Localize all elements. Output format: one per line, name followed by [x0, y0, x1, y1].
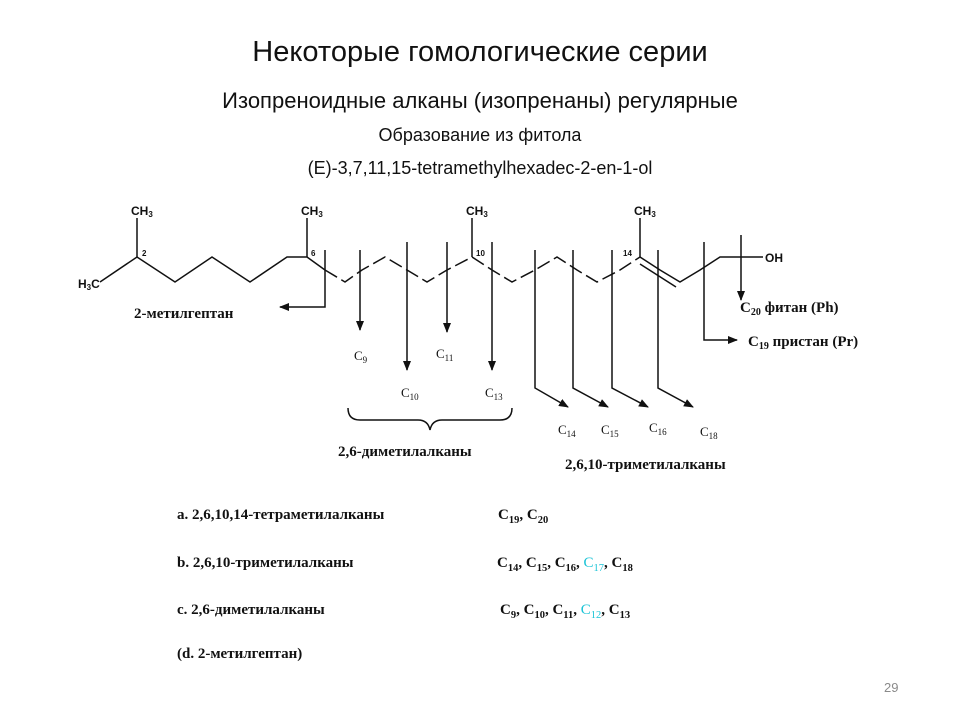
- oh-label: OH: [765, 251, 783, 265]
- arrow-c18: [657, 250, 694, 408]
- c14-label: C14: [558, 422, 576, 439]
- ch3-label-c2: CH3: [131, 204, 153, 219]
- arrow-pristane: [703, 242, 738, 344]
- c12-highlight: C12: [580, 602, 602, 621]
- list-item-b-label: b. 2,6,10-триметилалканы: [177, 555, 354, 571]
- skeleton-chain-right: [639, 256, 740, 283]
- formation-caption: Образование из фитола: [378, 125, 582, 145]
- slide-subtitle: Изопреноидные алканы (изопренаны) регуля…: [222, 88, 738, 113]
- trimethylalkanes-label: 2,6,10-триметилалканы: [565, 457, 726, 473]
- list-item-b-values: C14, C15, C16, C17, C18: [497, 555, 633, 574]
- dimethyl-brace: [347, 407, 513, 431]
- c9-label: C9: [354, 348, 368, 365]
- list-item-a-label: a. 2,6,10,14-тетраметилалканы: [177, 507, 385, 523]
- methylheptane-label: 2-метилгептан: [134, 306, 234, 322]
- dimethylalkanes-label: 2,6-диметилалканы: [338, 444, 472, 460]
- c17-highlight: C17: [583, 555, 605, 574]
- c18-label: C18: [700, 424, 718, 441]
- h3c-label: H3C: [78, 277, 100, 292]
- locant-2: 2: [142, 249, 147, 258]
- list-item-c-values: C9, C10, C11, C12, C13: [500, 602, 631, 621]
- iupac-name: (E)-3,7,11,15-tetramethylhexadec-2-en-1-…: [307, 158, 653, 178]
- list-item-c-label: c. 2,6-диметилалканы: [177, 602, 325, 618]
- skeleton-chain-left: [99, 256, 326, 283]
- list-item-d-label: (d. 2-метилгептан): [177, 646, 303, 662]
- locant-6: 6: [311, 249, 316, 258]
- c10-label: C10: [401, 385, 419, 402]
- list-item-a-values: C19, C20: [498, 507, 549, 526]
- cleavage-arrows: [279, 235, 745, 408]
- phytane-label: C20 фитан (Ph): [740, 300, 839, 318]
- c11-label: C11: [436, 346, 453, 363]
- slide-title: Некоторые гомологические серии: [252, 36, 708, 68]
- arrow-methylheptane: [279, 250, 326, 311]
- arrow-c15: [572, 250, 609, 408]
- skeleton-chain-dashed: [324, 256, 641, 283]
- page-number: 29: [884, 680, 899, 695]
- locant-10: 10: [476, 249, 485, 258]
- ch3-label-c10: CH3: [466, 204, 488, 219]
- c13-label: C13: [485, 385, 503, 402]
- ch3-label-c6: CH3: [301, 204, 323, 219]
- arrow-c16: [611, 250, 649, 408]
- arrow-c14: [534, 250, 569, 408]
- pristane-label: C19 пристан (Pr): [748, 334, 858, 352]
- c16-label: C16: [649, 420, 667, 437]
- ch3-label-c14: CH3: [634, 204, 656, 219]
- locant-14: 14: [623, 249, 632, 258]
- c15-label: C15: [601, 422, 619, 439]
